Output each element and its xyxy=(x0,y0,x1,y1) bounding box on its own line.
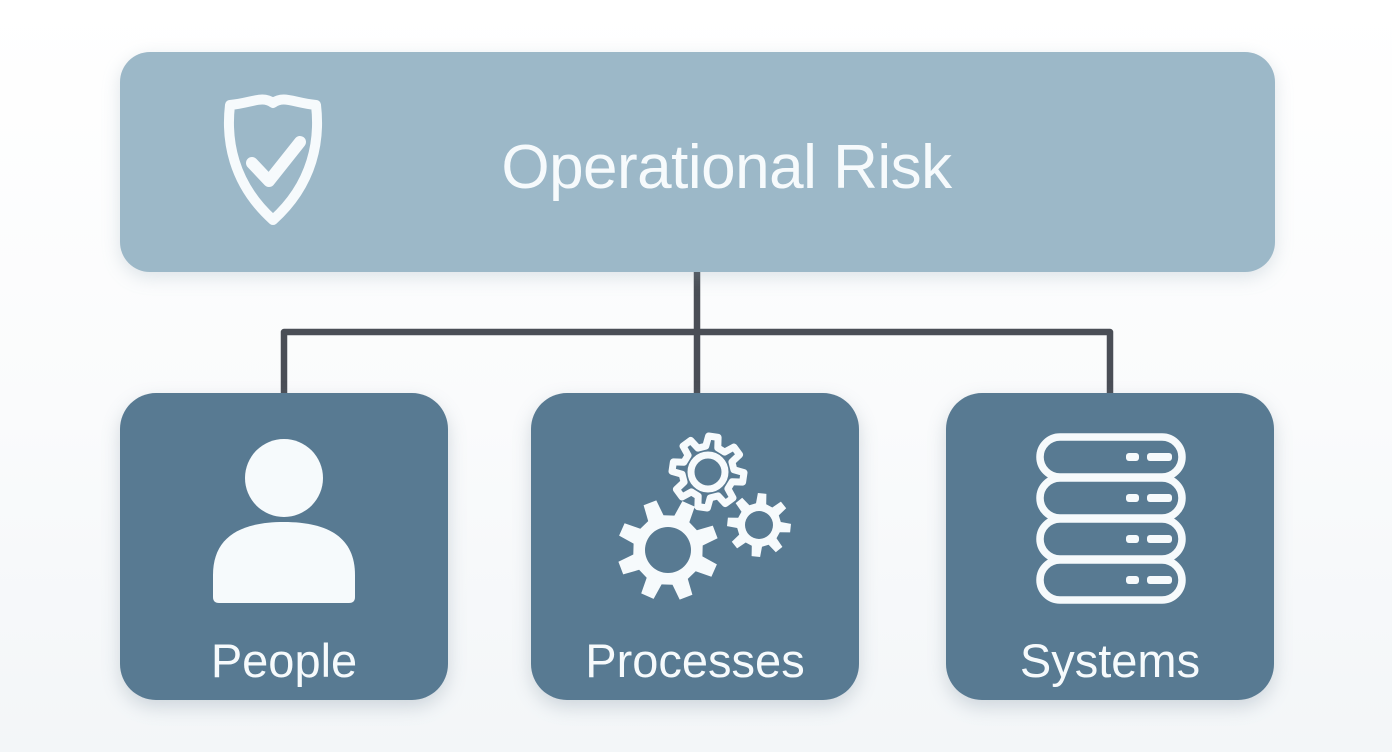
node-processes: Processes xyxy=(531,393,859,700)
node-processes-label: Processes xyxy=(585,634,805,687)
node-operational-risk: Operational Risk xyxy=(120,52,1275,272)
node-people-label: People xyxy=(210,634,358,687)
connector-branches xyxy=(280,328,1114,393)
person-icon xyxy=(213,439,355,603)
node-systems: Systems xyxy=(946,393,1274,700)
gears-icon xyxy=(618,432,791,600)
node-people: People xyxy=(120,393,448,700)
root-label: Operational Risk xyxy=(501,132,952,202)
shield-check-icon xyxy=(213,90,333,232)
node-systems-label: Systems xyxy=(1019,634,1201,687)
server-stack-icon xyxy=(1036,433,1186,604)
